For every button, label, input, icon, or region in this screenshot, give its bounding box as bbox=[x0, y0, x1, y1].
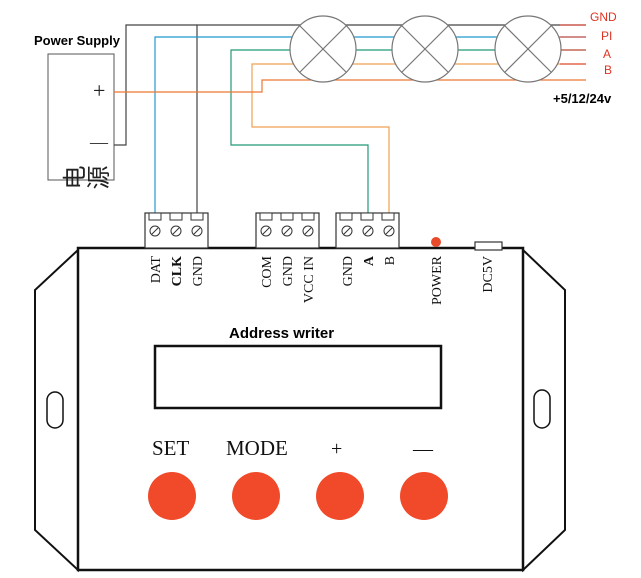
button-label-set: SET bbox=[152, 436, 190, 460]
wire-power-plus bbox=[114, 79, 586, 93]
power-supply-chinese-label: 电源 bbox=[62, 166, 110, 194]
set-button[interactable] bbox=[148, 472, 196, 520]
wire-gnd-supply bbox=[114, 24, 197, 146]
left-mount-slot bbox=[46, 391, 64, 429]
lamp-1 bbox=[289, 15, 357, 83]
lcd-display bbox=[153, 344, 443, 410]
button-label-mode: MODE bbox=[226, 436, 288, 460]
label-vcc-in: VCC IN bbox=[302, 256, 317, 303]
controller-title: Address writer bbox=[229, 325, 334, 342]
lamp-3 bbox=[494, 15, 562, 83]
bus-label-pi: PI bbox=[601, 29, 612, 43]
power-supply-title: Power Supply bbox=[34, 33, 121, 48]
terminal-block-left bbox=[144, 212, 209, 249]
button-label-plus: + bbox=[331, 438, 342, 460]
label-clk: CLK bbox=[170, 256, 185, 286]
bus-label-gnd: GND bbox=[590, 10, 617, 24]
bus-label-voltage: +5/12/24v bbox=[553, 91, 612, 106]
power-supply-minus: — bbox=[89, 132, 109, 152]
button-label-minus: — bbox=[412, 438, 434, 460]
bus-label-b: B bbox=[604, 63, 612, 77]
power-supply-box bbox=[47, 53, 115, 181]
wire-b-bus bbox=[251, 63, 586, 222]
terminal-block-mid bbox=[255, 212, 320, 249]
label-com: COM bbox=[260, 255, 275, 287]
minus-button[interactable] bbox=[400, 472, 448, 520]
bus-label-a: A bbox=[603, 47, 611, 61]
label-b: B bbox=[383, 256, 398, 265]
lamp-2 bbox=[391, 15, 459, 83]
mode-button[interactable] bbox=[232, 472, 280, 520]
label-dat: DAT bbox=[149, 256, 164, 284]
label-gnd-3: GND bbox=[341, 256, 356, 286]
power-led bbox=[431, 237, 441, 247]
label-power: POWER bbox=[430, 255, 445, 305]
label-gnd-2: GND bbox=[281, 256, 296, 286]
right-mount-slot bbox=[533, 389, 551, 429]
label-dc5v: DC5V bbox=[481, 256, 496, 293]
dc5v-jack bbox=[474, 241, 503, 251]
power-supply-plus: + bbox=[93, 78, 105, 103]
label-gnd-1: GND bbox=[191, 256, 206, 286]
label-a: A bbox=[362, 255, 377, 266]
terminal-block-right bbox=[335, 212, 400, 249]
plus-button[interactable] bbox=[316, 472, 364, 520]
